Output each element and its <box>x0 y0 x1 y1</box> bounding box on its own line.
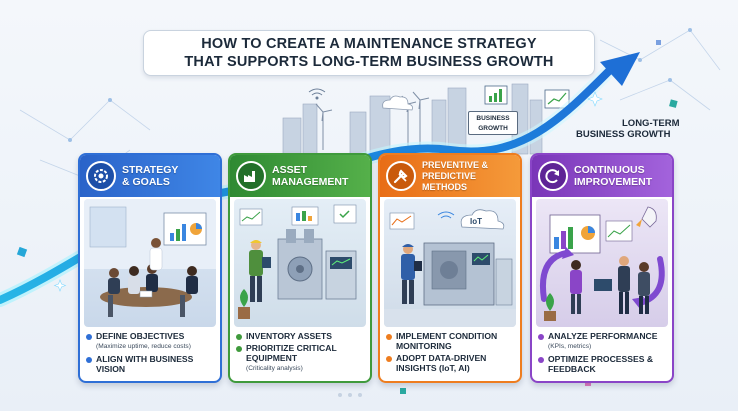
card-header: PREVENTIVE & PREDICTIVE METHODS <box>380 155 520 197</box>
card-asset-management: ASSET MANAGEMENT <box>228 153 372 383</box>
card-title-line-1: ASSET <box>272 164 308 176</box>
network-nodes <box>68 28 692 182</box>
card-bullet-list: ANALYZE PERFORMANCE (KPIs, metrics) OPTI… <box>538 331 668 376</box>
decor-cubes <box>16 40 678 394</box>
meeting-room-illustration <box>84 199 216 327</box>
card-header: STRATEGY & GOALS <box>80 155 220 197</box>
bullet-subtext: (KPIs, metrics) <box>548 343 592 350</box>
card-title-line-2: IMPROVEMENT <box>574 176 653 188</box>
growth-tag-line-2: GROWTH <box>478 125 508 132</box>
sparkle-icons <box>53 91 603 292</box>
card-bullet-list: INVENTORY ASSETS PRIORITIZE CRITICAL EQU… <box>236 331 366 376</box>
card-header: ASSET MANAGEMENT <box>230 155 370 197</box>
iot-machine-illustration: IoT <box>384 199 516 327</box>
card-title-line-2: PREDICTIVE METHODS <box>422 170 477 192</box>
people-group <box>570 256 650 314</box>
card-continuous-improvement: CONTINUOUS IMPROVEMENT <box>530 153 674 383</box>
bullet-dot <box>386 356 392 362</box>
card-bullet-list: IMPLEMENT CONDITION MONITORING ADOPT DAT… <box>386 331 516 375</box>
decor-dots <box>338 393 362 397</box>
card-header: CONTINUOUS IMPROVEMENT <box>532 155 672 197</box>
technician-figure <box>401 244 422 304</box>
list-item: PRIORITIZE CRITICAL EQUIPMENT <box>236 343 366 363</box>
list-item: OPTIMIZE PROCESSES & FEEDBACK <box>538 354 668 374</box>
card-title: ASSET MANAGEMENT <box>272 164 348 188</box>
bullet-text: ADOPT DATA-DRIVEN INSIGHTS (IoT, AI) <box>396 353 487 373</box>
bullet-dot <box>236 346 242 352</box>
title-banner: HOW TO CREATE A MAINTENANCE STRATEGY THA… <box>143 30 595 76</box>
card-title-line-1: CONTINUOUS <box>574 164 645 176</box>
bullet-text: PRIORITIZE CRITICAL EQUIPMENT <box>246 343 337 363</box>
growth-label-line-1: LONG-TERM <box>622 118 680 129</box>
bullet-text: ALIGN WITH BUSINESS VISION <box>96 354 194 374</box>
iot-label: IoT <box>470 217 482 226</box>
potted-plant-icon <box>544 293 556 321</box>
gear-target-icon <box>86 161 116 191</box>
growth-label-line-2: BUSINESS GROWTH <box>576 129 671 140</box>
bullet-dot <box>538 357 544 363</box>
machinery <box>277 229 357 300</box>
people-group <box>108 238 198 294</box>
cnc-machine <box>423 242 513 306</box>
list-item: ANALYZE PERFORMANCE <box>538 331 668 341</box>
title-line-1: HOW TO CREATE A MAINTENANCE STRATEGY <box>201 36 537 52</box>
worker-figure <box>249 240 271 302</box>
line-chart-icon <box>544 89 570 109</box>
bullet-text: INVENTORY ASSETS <box>246 331 332 341</box>
card-preventive-predictive: PREVENTIVE & PREDICTIVE METHODS IoT <box>378 153 522 383</box>
bullet-text: OPTIMIZE PROCESSES & FEEDBACK <box>548 354 654 374</box>
business-growth-tag: BUSINESS GROWTH <box>468 111 518 135</box>
wrench-screwdriver-icon <box>386 161 416 191</box>
bullet-text: DEFINE OBJECTIVES <box>96 331 185 341</box>
title-line-2: THAT SUPPORTS LONG-TERM BUSINESS GROWTH <box>184 54 554 70</box>
cloud-icon: IoT <box>460 209 505 230</box>
wifi-icon <box>437 211 455 219</box>
list-item: ADOPT DATA-DRIVEN INSIGHTS (IoT, AI) <box>386 353 516 373</box>
list-item: ALIGN WITH BUSINESS VISION <box>86 354 216 374</box>
bullet-dot <box>386 334 392 340</box>
bullet-dot <box>86 357 92 363</box>
bullet-dot <box>236 334 242 340</box>
cycle-arrow-graphic <box>540 250 665 306</box>
bar-chart-icon <box>484 85 508 105</box>
cloud-icon <box>382 95 413 111</box>
card-strategy-goals: STRATEGY & GOALS DEFINE OBJ <box>78 153 222 383</box>
bullet-text: IMPLEMENT CONDITION MONITORING <box>396 331 498 351</box>
list-item: INVENTORY ASSETS <box>236 331 366 341</box>
potted-plant-icon <box>238 289 250 319</box>
bullet-subtext: (Maximize uptime, reduce costs) <box>96 343 191 350</box>
growth-tag-line-1: BUSINESS <box>476 115 510 122</box>
laptop-icon <box>594 279 612 291</box>
long-term-growth-label: LONG-TERM BUSINESS GROWTH <box>570 118 690 140</box>
card-title-line-1: STRATEGY <box>122 164 179 176</box>
card-bullet-list: DEFINE OBJECTIVES (Maximize uptime, redu… <box>86 331 216 376</box>
factory-icon <box>236 161 266 191</box>
growth-arrow-head <box>600 52 640 86</box>
cycle-arrows-icon <box>538 161 568 191</box>
wifi-icon <box>308 88 326 100</box>
bullet-text: ANALYZE PERFORMANCE <box>548 331 658 341</box>
card-title-line-2: & GOALS <box>122 176 170 188</box>
bullet-dot <box>538 334 544 340</box>
analysis-team-illustration <box>536 199 668 327</box>
list-item: DEFINE OBJECTIVES <box>86 331 216 341</box>
list-item: IMPLEMENT CONDITION MONITORING <box>386 331 516 351</box>
card-title-line-2: MANAGEMENT <box>272 176 349 188</box>
bullet-subtext: (Criticality analysis) <box>246 365 303 372</box>
card-title: PREVENTIVE & PREDICTIVE METHODS <box>422 160 520 193</box>
card-title: CONTINUOUS IMPROVEMENT <box>574 164 652 188</box>
rocket-icon <box>636 206 657 228</box>
bullet-dot <box>86 334 92 340</box>
card-title-line-1: PREVENTIVE & <box>422 159 489 170</box>
factory-floor-illustration <box>234 199 366 327</box>
card-title: STRATEGY & GOALS <box>122 164 178 188</box>
